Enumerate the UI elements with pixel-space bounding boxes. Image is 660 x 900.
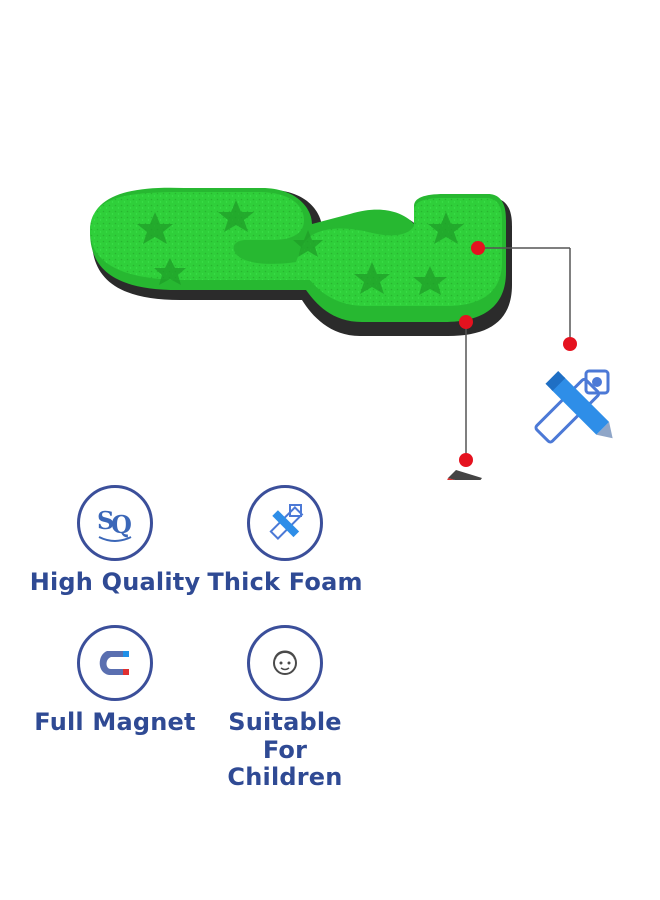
ruler-pencil-large-icon	[534, 369, 613, 444]
feature-thick-foam: Thick Foam	[185, 485, 385, 597]
badge-thick-foam	[247, 485, 323, 561]
svg-text:Q: Q	[111, 510, 132, 539]
feature-label-children: Suitable For Children	[227, 708, 343, 792]
feature-label-thick-foam: Thick Foam	[207, 568, 363, 596]
quality-logo-icon: S Q	[97, 506, 132, 542]
callout-magnet	[459, 315, 473, 467]
badge-children	[247, 625, 323, 701]
child-face-icon	[273, 650, 297, 675]
star-imprints	[137, 200, 464, 295]
horseshoe-magnet-large-icon	[447, 470, 482, 480]
feature-full-magnet: Full Magnet	[15, 625, 215, 737]
svg-text:S: S	[97, 506, 114, 535]
ruler-pencil-icon	[269, 504, 304, 540]
feature-label-full-magnet: Full Magnet	[34, 708, 196, 736]
callout-thick-foam	[471, 241, 577, 351]
foam-letter-top	[90, 192, 502, 306]
feature-high-quality: S Q High Quality	[15, 485, 215, 597]
horseshoe-magnet-icon	[99, 651, 129, 675]
feature-label-high-quality: High Quality	[29, 568, 201, 596]
badge-high-quality: S Q	[77, 485, 153, 561]
product-illustration	[90, 187, 613, 480]
badge-full-magnet	[77, 625, 153, 701]
feature-children: Suitable For Children	[185, 625, 385, 792]
